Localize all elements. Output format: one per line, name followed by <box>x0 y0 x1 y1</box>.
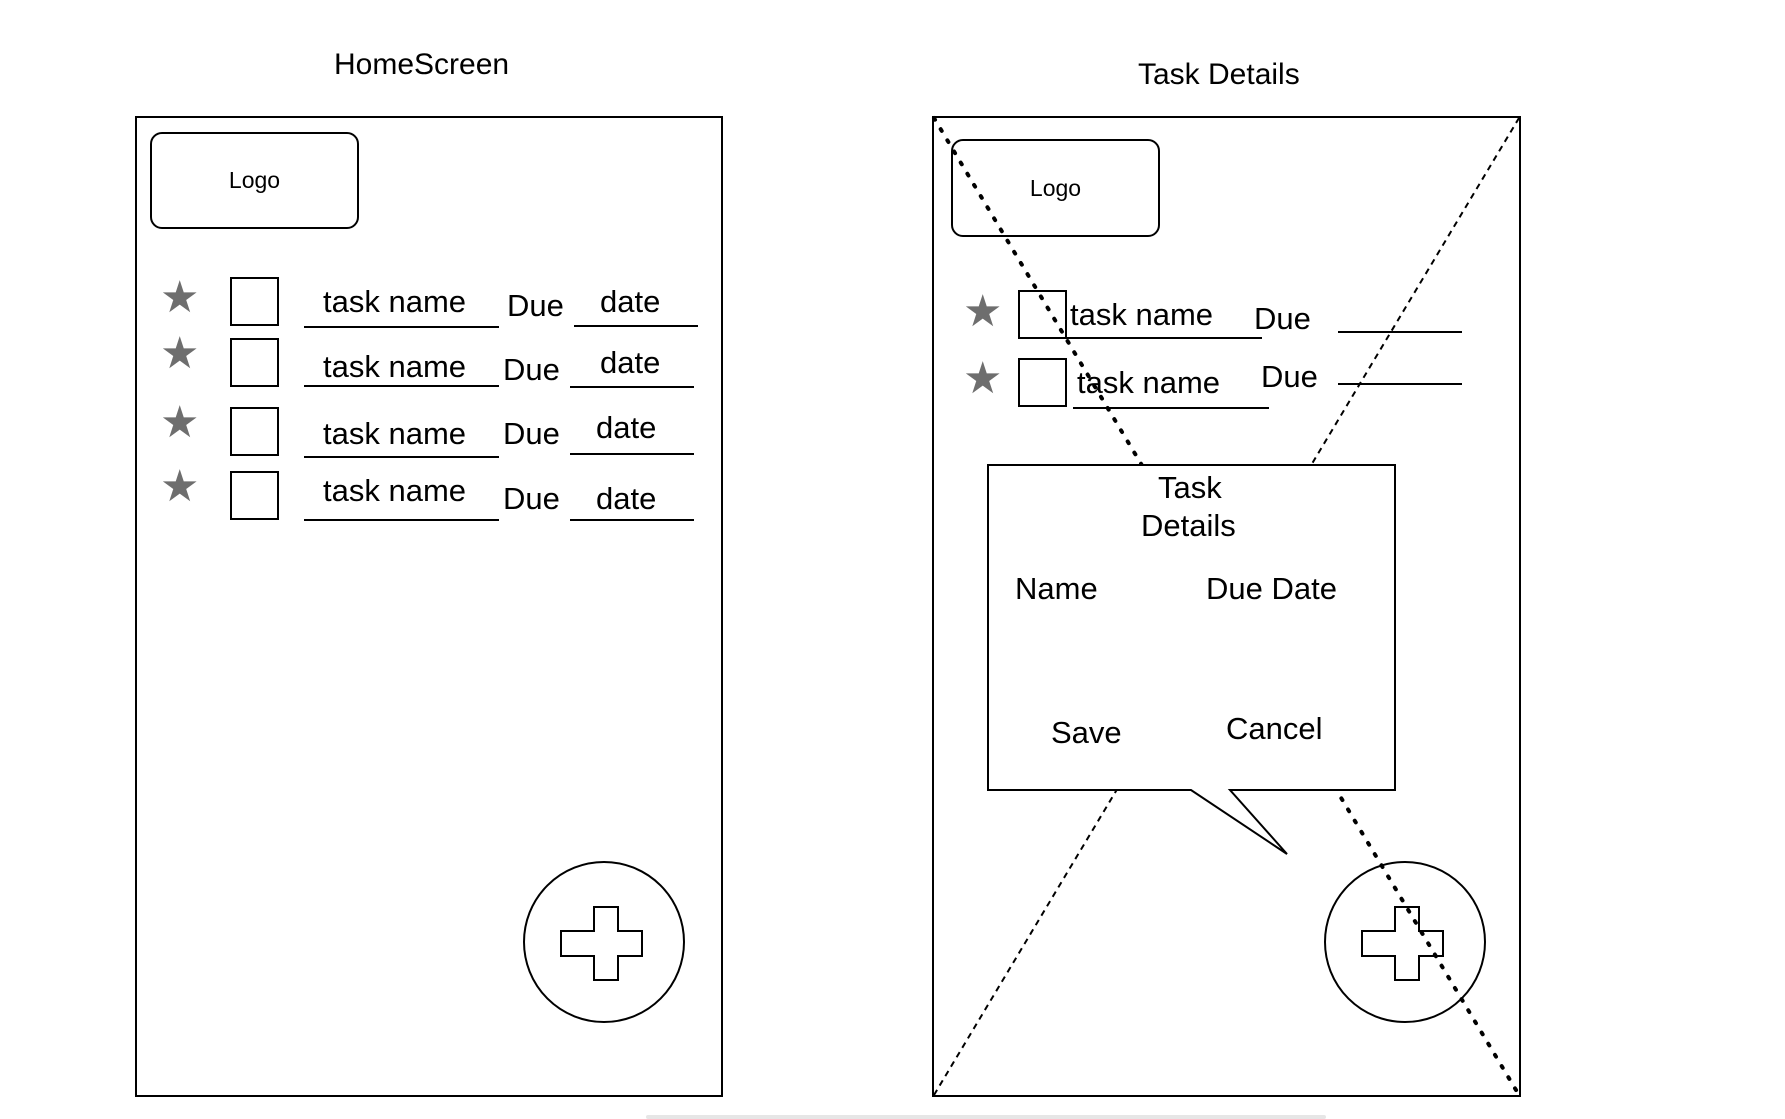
logo: Logo <box>150 132 359 229</box>
task-name-underline <box>1073 407 1269 409</box>
due-date-underline <box>1338 331 1462 333</box>
due-date-underline <box>1338 383 1462 385</box>
task-name[interactable]: task name <box>323 473 467 508</box>
task-name[interactable]: task name <box>323 349 467 384</box>
plus-icon <box>1361 906 1444 981</box>
due-date[interactable]: date <box>596 481 657 516</box>
star-icon[interactable]: ★ <box>160 272 200 323</box>
task-checkbox[interactable] <box>230 277 279 326</box>
due-label: Due <box>503 352 560 387</box>
task-checkbox[interactable] <box>1018 290 1067 339</box>
logo-label: Logo <box>1029 174 1082 201</box>
task-name-underline <box>304 385 499 387</box>
task-checkbox[interactable] <box>230 407 279 456</box>
due-date-underline <box>570 453 694 455</box>
cancel-button[interactable]: Cancel <box>1226 711 1323 746</box>
name-label[interactable]: Name <box>1015 571 1098 606</box>
popup-title-line1: Task <box>1158 470 1222 505</box>
due-label: Due <box>507 288 564 323</box>
add-task-button[interactable] <box>523 861 685 1023</box>
task-checkbox[interactable] <box>230 471 279 520</box>
popup-title-line2: Details <box>1141 508 1236 543</box>
due-date-underline <box>570 386 694 388</box>
save-button[interactable]: Save <box>1051 715 1122 750</box>
task-name-underline <box>304 326 499 328</box>
task-name-underline <box>1066 337 1262 339</box>
task-name[interactable]: task name <box>1077 365 1221 400</box>
due-label: Due <box>1254 301 1311 336</box>
logo: Logo <box>951 139 1160 237</box>
add-task-button[interactable] <box>1324 861 1486 1023</box>
homescreen-title: HomeScreen <box>334 48 510 81</box>
due-date-underline <box>570 519 694 521</box>
star-icon[interactable]: ★ <box>160 328 200 379</box>
star-icon[interactable]: ★ <box>963 286 1003 337</box>
task-name[interactable]: task name <box>1070 297 1214 332</box>
task-name[interactable]: task name <box>323 284 467 319</box>
star-icon[interactable]: ★ <box>963 353 1003 404</box>
due-label: Due <box>503 416 560 451</box>
due-date[interactable]: date <box>596 410 657 445</box>
due-label: Due <box>503 481 560 516</box>
task-name[interactable]: task name <box>323 416 467 451</box>
due-label: Due <box>1261 359 1318 394</box>
star-icon[interactable]: ★ <box>160 397 200 448</box>
task-details-title: Task Details <box>1138 58 1300 91</box>
due-date[interactable]: date <box>600 284 661 319</box>
task-checkbox[interactable] <box>1018 358 1067 407</box>
task-name-underline <box>304 456 499 458</box>
task-checkbox[interactable] <box>230 338 279 387</box>
task-name-underline <box>304 519 499 521</box>
due-date-underline <box>574 325 698 327</box>
plus-icon <box>560 906 643 981</box>
due-date[interactable]: date <box>600 345 661 380</box>
star-icon[interactable]: ★ <box>160 461 200 512</box>
homescreen-frame: Logo ★ task name Due date ★ task name Du… <box>135 116 723 1097</box>
task-details-frame: Logo ★ task name Due ★ task name Due <box>932 116 1521 1097</box>
due-date-label[interactable]: Due Date <box>1206 571 1337 606</box>
scrollbar[interactable] <box>646 1115 1326 1119</box>
logo-label: Logo <box>228 167 281 193</box>
